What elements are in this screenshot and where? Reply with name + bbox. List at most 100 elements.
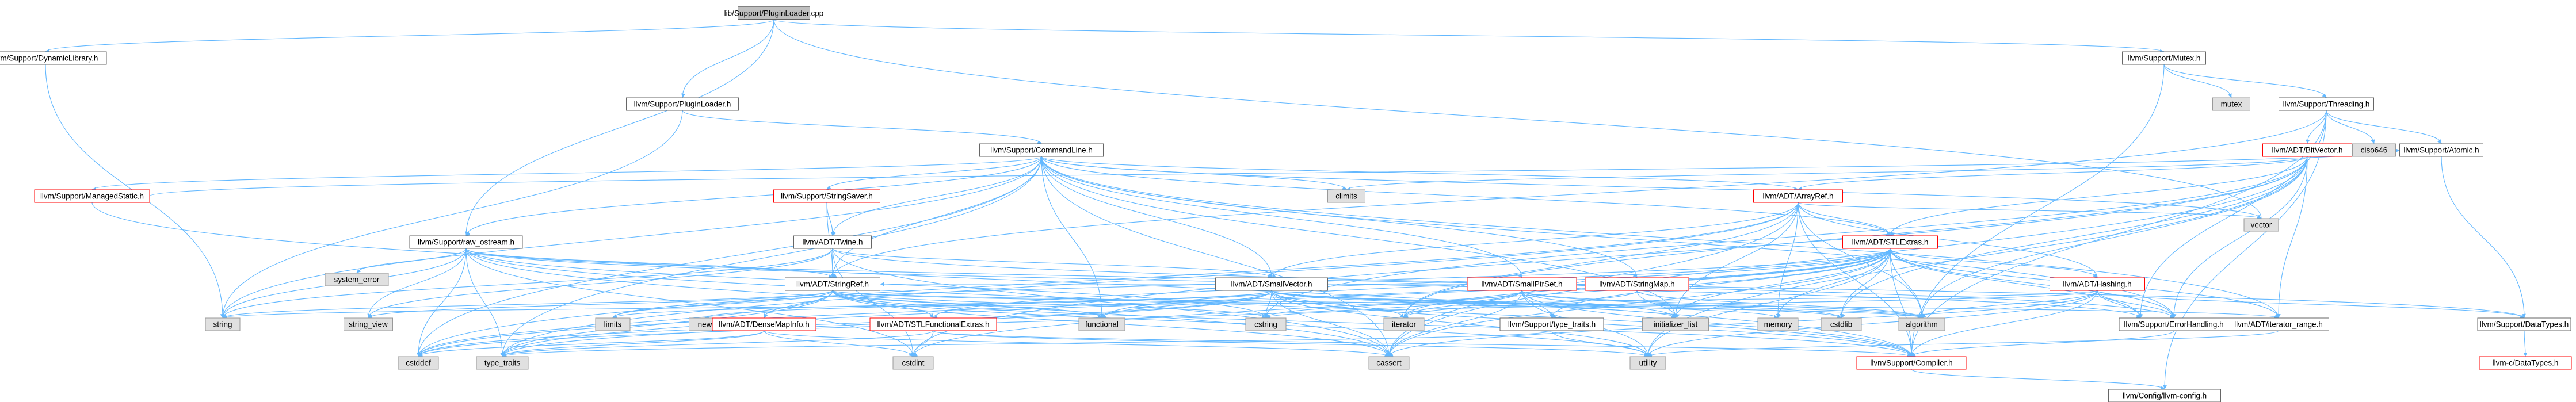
node-label-llvmconfig: llvm/Config/llvm-config.h <box>2123 392 2207 400</box>
edge-smallvector-to-new <box>704 290 1272 319</box>
arrowhead-densemapinfo-to-cstddef <box>418 353 423 357</box>
arrowhead-errorhandling-to-compiler <box>1911 353 1916 357</box>
arrowhead-stringsaver-to-twine <box>830 231 835 236</box>
edge-typetraits_h-to-utility <box>1551 330 1648 357</box>
node-box-utility <box>1629 356 1666 370</box>
edge-bitvector-to-iterator_range <box>2278 156 2308 319</box>
arrowhead-stlextras-to-algorithm <box>1919 313 1924 318</box>
node-iterator_range[interactable]: llvm/ADT/iterator_range.h <box>2228 317 2329 331</box>
edge-hashing-to-errorhandling <box>2097 290 2174 319</box>
node-smallvector[interactable]: llvm/ADT/SmallVector.h <box>1215 277 1328 291</box>
edge-threading-to-stringref <box>832 110 2327 278</box>
node-box-cassert <box>1368 356 1410 370</box>
arrowhead-twine-to-stringref <box>830 274 835 278</box>
edge-hashing-to-optional <box>2097 290 2141 319</box>
node-stringref[interactable]: llvm/ADT/StringRef.h <box>785 277 880 291</box>
node-commandline[interactable]: llvm/Support/CommandLine.h <box>979 143 1104 157</box>
node-label-limits: limits <box>604 320 622 329</box>
arrowhead-hashing-to-optional <box>2137 313 2142 318</box>
arrowhead-stlextras-to-stlfunctional <box>933 315 938 319</box>
edge-stringsaver-to-twine <box>826 202 833 236</box>
node-threading[interactable]: llvm/Support/Threading.h <box>2279 97 2374 111</box>
node-atomic[interactable]: llvm/Support/Atomic.h <box>2399 143 2483 157</box>
edge-stlextras-to-hashing <box>1890 248 2098 278</box>
arrowhead-smallvector-to-iterator <box>1399 313 1404 318</box>
node-box-initializer_list <box>1642 317 1709 331</box>
edge-stringref-to-algorithm <box>832 290 1922 319</box>
node-mutex_h[interactable]: llvm/Support/Mutex.h <box>2122 51 2206 65</box>
node-twine[interactable]: llvm/ADT/Twine.h <box>793 235 872 249</box>
arrowhead-threading-to-stringref <box>833 274 837 278</box>
node-rawostream[interactable]: llvm/Support/raw_ostream.h <box>409 235 523 249</box>
node-llvmconfig[interactable]: llvm/Config/llvm-config.h <box>2108 389 2221 402</box>
node-box-compiler <box>1856 356 1967 370</box>
edge-stringref-to-string_view <box>368 290 833 319</box>
node-label-utility: utility <box>1639 359 1657 367</box>
node-label-memory: memory <box>1764 320 1792 329</box>
edge-rawostream-to-system_error <box>356 248 467 274</box>
arrowhead-stlextras-to-typetraits_h <box>1552 313 1556 318</box>
node-label-string_view: string_view <box>349 320 388 329</box>
edge-commandline-to-iterator_range <box>1041 156 2279 319</box>
node-box-smallvector <box>1215 277 1328 291</box>
node-label-cstddef: cstddef <box>406 359 431 367</box>
node-smallptrset[interactable]: llvm/ADT/SmallPtrSet.h <box>1467 277 1577 291</box>
edge-threading-to-optional <box>2140 110 2327 319</box>
edge-arrayref-to-vector <box>1798 202 2262 219</box>
edge-stlfunctional-to-type_traits <box>502 330 934 357</box>
node-compiler[interactable]: llvm/Support/Compiler.h <box>1856 356 1967 370</box>
graph-nodes: lib/Support/PluginLoader.cpp llvm/Support… <box>0 6 2572 402</box>
node-bitvector[interactable]: llvm/ADT/BitVector.h <box>2262 143 2352 157</box>
node-label-root: lib/Support/PluginLoader.cpp <box>724 9 824 18</box>
node-root[interactable]: lib/Support/PluginLoader.cpp <box>724 6 824 20</box>
edge-stlextras-to-cstddef <box>418 248 1891 357</box>
arrowhead-commandline-to-climits <box>1342 186 1346 190</box>
arrowhead-stringmap-to-algorithm <box>1917 314 1922 319</box>
node-stlextras[interactable]: llvm/ADT/STLExtras.h <box>1842 235 1938 249</box>
node-dynlib[interactable]: llvm/Support/DynamicLibrary.h <box>0 51 107 65</box>
node-stringsaver[interactable]: llvm/Support/StringSaver.h <box>773 189 880 203</box>
node-label-system_error: system_error <box>334 275 380 284</box>
edge-arrayref-to-initializer_list <box>1675 202 1799 319</box>
edge-commandline-to-functional <box>1041 156 1102 319</box>
node-datatypes[interactable]: llvm/Support/DataTypes.h <box>2477 317 2571 331</box>
node-errorhandling[interactable]: llvm/Support/ErrorHandling.h <box>2119 317 2229 331</box>
node-label-type_traits: type_traits <box>484 359 521 367</box>
node-llvmc_datatypes[interactable]: llvm-c/DataTypes.h <box>2479 356 2572 370</box>
node-densemapinfo[interactable]: llvm/ADT/DenseMapInfo.h <box>712 317 816 331</box>
node-label-rawostream: llvm/Support/raw_ostream.h <box>418 238 514 247</box>
edge-arrayref-to-cstddef <box>418 202 1799 357</box>
node-label-mutex_h: llvm/Support/Mutex.h <box>2128 54 2201 63</box>
edge-atomic-to-datatypes <box>2441 156 2525 319</box>
arrowhead-smallptrset-to-initializer_list <box>1671 313 1676 318</box>
arrowhead-smallvector-to-functional <box>1102 313 1106 318</box>
node-pluginloader[interactable]: llvm/Support/PluginLoader.h <box>626 97 739 111</box>
node-box-functional <box>1078 317 1125 331</box>
node-box-dynlib <box>0 51 107 65</box>
edge-stlextras-to-compiler <box>1890 248 1912 357</box>
edge-rawostream-to-compiler <box>465 248 1912 357</box>
node-box-stringsaver <box>773 189 880 203</box>
arrowhead-rawostream-to-system_error <box>357 269 361 273</box>
node-typetraits_h[interactable]: llvm/Support/type_traits.h <box>1499 317 1604 331</box>
edge-commandline-to-rawostream <box>465 156 1042 236</box>
node-label-stringmap: llvm/ADT/StringMap.h <box>1599 280 1674 289</box>
edge-commandline-to-stlextras <box>1041 156 1891 236</box>
arrowhead-threading-to-bitvector <box>2306 139 2310 144</box>
node-label-stlextras: llvm/ADT/STLExtras.h <box>1852 238 1929 247</box>
edge-bitvector-to-errorhandling <box>2173 156 2308 319</box>
node-stlfunctional[interactable]: llvm/ADT/STLFunctionalExtras.h <box>869 317 997 331</box>
node-label-smallvector: llvm/ADT/SmallVector.h <box>1231 280 1312 289</box>
arrowhead-root-to-pluginloader <box>681 93 686 98</box>
edge-bitvector-to-stlextras <box>1890 156 2308 236</box>
node-stringmap[interactable]: llvm/ADT/StringMap.h <box>1585 277 1689 291</box>
node-box-llvmc_datatypes <box>2479 356 2572 370</box>
node-box-string_view <box>344 317 393 331</box>
arrowhead-stlextras-to-initializer_list <box>1676 313 1680 318</box>
node-arrayref[interactable]: llvm/ADT/ArrayRef.h <box>1753 189 1843 203</box>
node-managedstatic[interactable]: llvm/Support/ManagedStatic.h <box>34 189 150 203</box>
node-hashing[interactable]: llvm/ADT/Hashing.h <box>2050 277 2145 291</box>
edge-smallvector-to-initializer_list <box>1271 290 1676 319</box>
node-label-cstring: cstring <box>1254 320 1277 329</box>
